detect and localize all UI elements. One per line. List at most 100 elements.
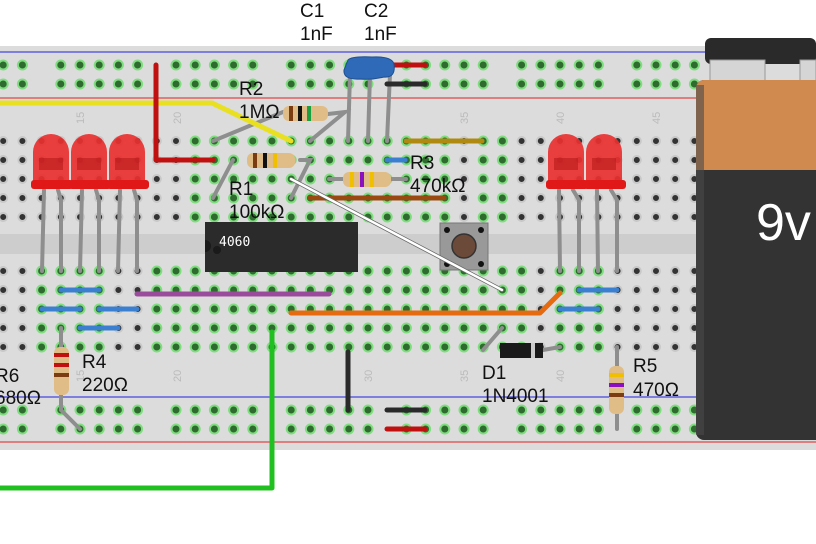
- breadboard-hole[interactable]: [247, 192, 259, 204]
- breadboard-hole[interactable]: [324, 78, 336, 90]
- breadboard-hole[interactable]: [573, 322, 585, 334]
- breadboard-hole[interactable]: [439, 423, 451, 435]
- ic-4060[interactable]: 4060: [205, 222, 358, 272]
- breadboard-hole[interactable]: [400, 284, 412, 296]
- breadboard-hole[interactable]: [516, 155, 527, 165]
- breadboard-hole[interactable]: [0, 155, 9, 165]
- breadboard-hole[interactable]: [458, 322, 470, 334]
- breadboard-hole[interactable]: [112, 78, 124, 90]
- breadboard-hole[interactable]: [458, 423, 470, 435]
- breadboard-hole[interactable]: [516, 284, 528, 296]
- breadboard-hole[interactable]: [477, 423, 489, 435]
- breadboard-hole[interactable]: [74, 404, 86, 416]
- breadboard-hole[interactable]: [439, 404, 451, 416]
- breadboard-hole[interactable]: [16, 78, 28, 90]
- breadboard-hole[interactable]: [247, 423, 259, 435]
- breadboard-hole[interactable]: [651, 174, 661, 184]
- breadboard-hole[interactable]: [247, 173, 259, 185]
- led-red[interactable]: [107, 134, 149, 189]
- breadboard-hole[interactable]: [151, 322, 163, 334]
- breadboard-hole[interactable]: [650, 404, 662, 416]
- breadboard-hole[interactable]: [55, 423, 67, 435]
- breadboard-hole[interactable]: [189, 173, 201, 185]
- breadboard-hole[interactable]: [208, 423, 220, 435]
- breadboard-hole[interactable]: [670, 304, 681, 314]
- breadboard-hole[interactable]: [535, 174, 546, 184]
- breadboard-hole[interactable]: [247, 303, 259, 315]
- breadboard-hole[interactable]: [516, 265, 528, 277]
- breadboard-hole[interactable]: [247, 341, 259, 353]
- breadboard-hole[interactable]: [208, 303, 220, 315]
- breadboard-hole[interactable]: [170, 265, 182, 277]
- breadboard-hole[interactable]: [631, 155, 642, 165]
- battery-9v[interactable]: 9v: [696, 38, 816, 440]
- breadboard-hole[interactable]: [459, 155, 469, 165]
- breadboard-hole[interactable]: [458, 341, 470, 353]
- breadboard-hole[interactable]: [670, 323, 681, 333]
- breadboard-hole[interactable]: [93, 404, 105, 416]
- breadboard-hole[interactable]: [0, 342, 9, 352]
- breadboard-hole[interactable]: [304, 341, 316, 353]
- breadboard-hole[interactable]: [459, 193, 469, 203]
- breadboard-hole[interactable]: [74, 78, 86, 90]
- breadboard-hole[interactable]: [458, 404, 470, 416]
- led-red[interactable]: [584, 134, 626, 189]
- breadboard-hole[interactable]: [285, 78, 297, 90]
- breadboard-hole[interactable]: [573, 341, 585, 353]
- breadboard-hole[interactable]: [304, 173, 316, 185]
- breadboard-hole[interactable]: [112, 423, 124, 435]
- breadboard-hole[interactable]: [631, 304, 642, 314]
- breadboard-hole[interactable]: [592, 341, 604, 353]
- breadboard-hole[interactable]: [477, 173, 489, 185]
- wire-green[interactable]: [0, 329, 275, 491]
- breadboard-hole[interactable]: [324, 135, 336, 147]
- breadboard-hole[interactable]: [285, 423, 297, 435]
- breadboard-hole[interactable]: [631, 59, 643, 71]
- breadboard-hole[interactable]: [132, 423, 144, 435]
- breadboard-hole[interactable]: [631, 212, 642, 222]
- breadboard-hole[interactable]: [17, 285, 28, 295]
- breadboard-hole[interactable]: [670, 266, 681, 276]
- breadboard-hole[interactable]: [285, 404, 297, 416]
- breadboard-hole[interactable]: [324, 423, 336, 435]
- breadboard-hole[interactable]: [535, 193, 546, 203]
- diode-d1[interactable]: [500, 343, 543, 358]
- breadboard-hole[interactable]: [670, 193, 681, 203]
- breadboard-hole[interactable]: [266, 303, 278, 315]
- resistor-r3[interactable]: [343, 172, 391, 187]
- breadboard-hole[interactable]: [171, 212, 181, 222]
- breadboard-hole[interactable]: [17, 342, 28, 352]
- breadboard-hole[interactable]: [266, 135, 278, 147]
- led-red[interactable]: [31, 134, 73, 189]
- breadboard-hole[interactable]: [439, 211, 451, 223]
- breadboard-hole[interactable]: [670, 342, 681, 352]
- resistor-r1[interactable]: [247, 153, 295, 168]
- breadboard-hole[interactable]: [554, 59, 566, 71]
- breadboard-hole[interactable]: [631, 174, 642, 184]
- breadboard-hole[interactable]: [477, 322, 489, 334]
- breadboard-hole[interactable]: [189, 265, 201, 277]
- breadboard-hole[interactable]: [228, 173, 240, 185]
- breadboard-hole[interactable]: [17, 212, 28, 222]
- breadboard-hole[interactable]: [477, 154, 489, 166]
- breadboard-hole[interactable]: [266, 173, 278, 185]
- breadboard-hole[interactable]: [651, 342, 661, 352]
- breadboard-hole[interactable]: [228, 135, 240, 147]
- breadboard-hole[interactable]: [36, 322, 48, 334]
- breadboard-hole[interactable]: [16, 423, 28, 435]
- breadboard-hole[interactable]: [362, 404, 374, 416]
- breadboard-hole[interactable]: [516, 212, 527, 222]
- breadboard-hole[interactable]: [459, 212, 469, 222]
- breadboard-hole[interactable]: [189, 211, 201, 223]
- breadboard-hole[interactable]: [304, 322, 316, 334]
- breadboard-hole[interactable]: [285, 341, 297, 353]
- breadboard-hole[interactable]: [516, 59, 528, 71]
- breadboard-hole[interactable]: [631, 404, 643, 416]
- breadboard-hole[interactable]: [171, 136, 181, 146]
- breadboard-hole[interactable]: [670, 155, 681, 165]
- breadboard-hole[interactable]: [381, 322, 393, 334]
- breadboard-hole[interactable]: [304, 59, 316, 71]
- breadboard-hole[interactable]: [535, 212, 546, 222]
- breadboard-hole[interactable]: [170, 78, 182, 90]
- breadboard-hole[interactable]: [420, 154, 432, 166]
